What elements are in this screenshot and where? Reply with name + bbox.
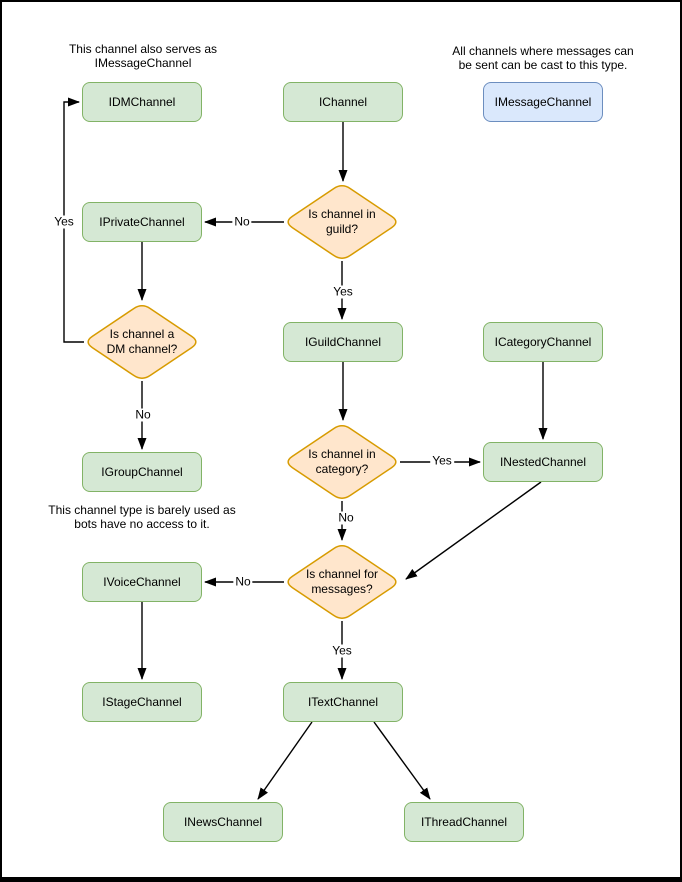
edge-inestedchannel-to-messages-decision: [405, 481, 542, 580]
annotation-imessagechannel-note: All channels where messages can be sent …: [452, 44, 633, 72]
edge-label-no-guild: No: [232, 214, 252, 229]
decision-is-channel-a-dm: Is channel a DM channel?: [87, 327, 197, 357]
decision-line: guild?: [325, 222, 359, 236]
node-idmchannel: IDMChannel: [82, 82, 202, 122]
annotation-line: This channel type is barely used as: [48, 503, 236, 517]
node-itextchannel: ITextChannel: [283, 682, 403, 722]
edge-label-no-dm: No: [133, 407, 153, 422]
decision-is-channel-in-guild: Is channel in guild?: [287, 207, 397, 237]
decision-line: Is channel in: [308, 447, 376, 461]
node-inestedchannel: INestedChannel: [483, 442, 603, 482]
node-ithreadchannel: IThreadChannel: [404, 802, 524, 842]
decision-is-channel-in-category: Is channel in category?: [287, 447, 397, 477]
annotation-line: bots have no access to it.: [74, 517, 210, 531]
annotation-idmchannel-note: This channel also serves as IMessageChan…: [69, 42, 217, 70]
edge-itextchannel-to-ithreadchannel: [373, 721, 431, 800]
decision-diamond-shape-0: [287, 185, 397, 259]
annotation-line: This channel also serves as: [68, 42, 218, 56]
node-inewschannel: INewsChannel: [163, 802, 283, 842]
decision-line: Is channel a: [109, 327, 175, 341]
annotation-igroupchannel-note: This channel type is barely used as bots…: [48, 503, 235, 531]
edge-label-yes-guild: Yes: [331, 284, 355, 299]
node-icategorychannel: ICategoryChannel: [483, 322, 603, 362]
decision-line: messages?: [311, 582, 373, 596]
annotation-line: be sent can be cast to this type.: [458, 58, 628, 72]
edge-itextchannel-to-inewschannel: [257, 721, 313, 800]
node-ichannel: IChannel: [283, 82, 403, 122]
decision-line: Is channel for: [305, 567, 379, 581]
node-imessagechannel: IMessageChannel: [483, 82, 603, 122]
edge-label-no-messages: No: [233, 574, 253, 589]
decision-diamond-shape-1: [87, 305, 197, 379]
edge-label-no-category: No: [336, 510, 356, 525]
edge-label-yes-dm: Yes: [52, 214, 76, 229]
decision-is-channel-for-messages: Is channel for messages?: [287, 567, 397, 597]
node-iprivatechannel: IPrivateChannel: [82, 202, 202, 242]
annotation-line: All channels where messages can: [452, 44, 634, 58]
decision-line: Is channel in: [308, 207, 376, 221]
annotation-line: IMessageChannel: [94, 56, 192, 70]
decision-diamond-shape-2: [287, 425, 397, 499]
node-ivoicechannel: IVoiceChannel: [82, 562, 202, 602]
decision-diamond-shape-3: [287, 545, 397, 619]
edge-label-yes-category: Yes: [430, 453, 454, 468]
node-iguildchannel: IGuildChannel: [283, 322, 403, 362]
decision-diamonds-layer: [87, 185, 397, 619]
edge-label-yes-messages: Yes: [330, 643, 354, 658]
decision-line: DM channel?: [106, 342, 178, 356]
node-igroupchannel: IGroupChannel: [82, 452, 202, 492]
node-istagechannel: IStageChannel: [82, 682, 202, 722]
decision-line: category?: [315, 462, 369, 476]
